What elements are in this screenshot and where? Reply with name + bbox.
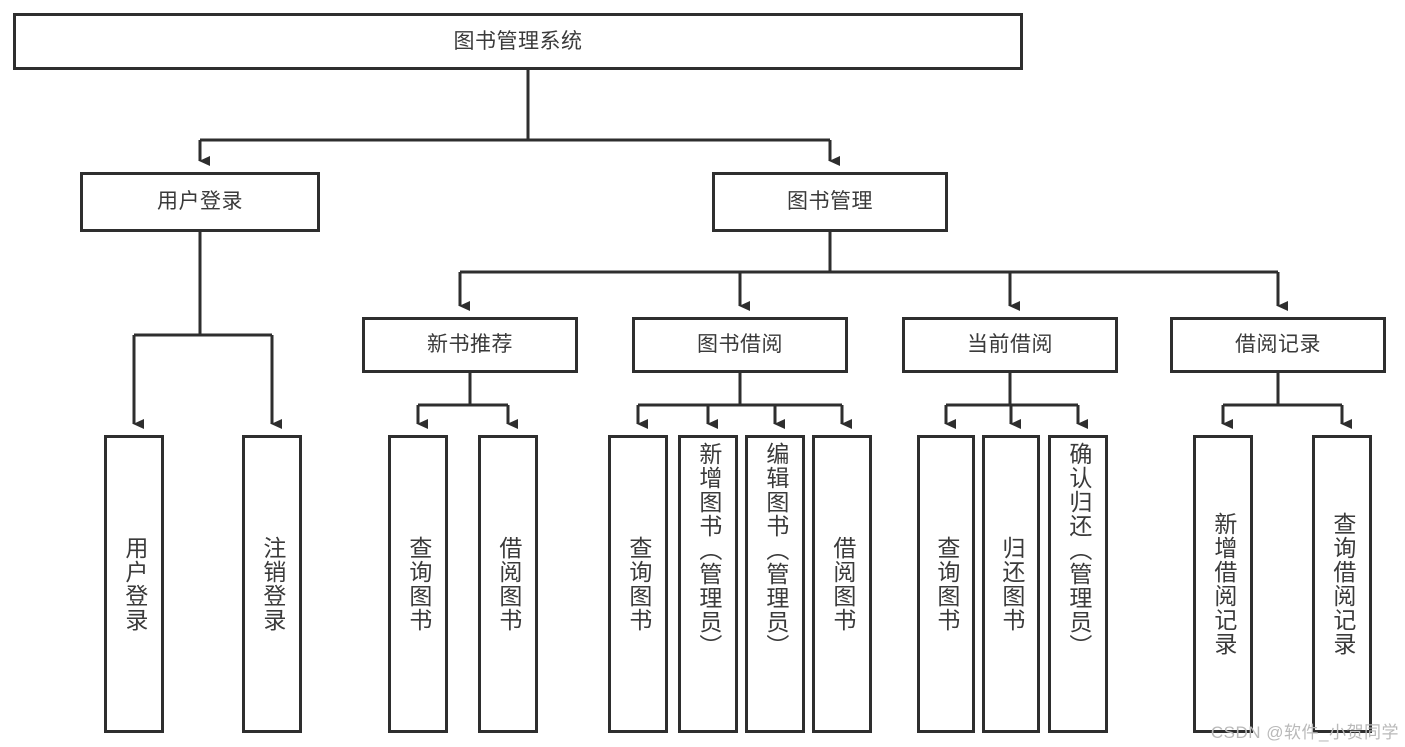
leaf-label: 借阅图书 — [829, 536, 856, 632]
leaf-add-book-admin[interactable]: 新增图书（管理员） — [678, 435, 738, 733]
node-book-management-system[interactable]: 图书管理系统 — [13, 13, 1023, 70]
node-label: 图书借阅 — [697, 333, 783, 357]
leaf-label: 用户登录 — [121, 536, 148, 632]
leaf-query-borrow-record[interactable]: 查询借阅记录 — [1312, 435, 1372, 733]
node-current-borrow[interactable]: 当前借阅 — [902, 317, 1118, 373]
leaf-label: 新增借阅记录 — [1210, 512, 1237, 656]
leaf-edit-book-admin[interactable]: 编辑图书（管理员） — [745, 435, 805, 733]
node-book-management[interactable]: 图书管理 — [712, 172, 948, 232]
csdn-watermark: CSDN @软件_小贺同学 — [1210, 723, 1399, 742]
node-label: 图书管理 — [787, 190, 873, 214]
node-book-borrow[interactable]: 图书借阅 — [632, 317, 848, 373]
leaf-label: 查询图书 — [405, 536, 432, 632]
leaf-logout-login[interactable]: 注销登录 — [242, 435, 302, 733]
leaf-user-login[interactable]: 用户登录 — [104, 435, 164, 733]
leaf-confirm-return-admin[interactable]: 确认归还（管理员） — [1048, 435, 1108, 733]
node-label: 新书推荐 — [427, 333, 513, 357]
node-label: 用户登录 — [157, 190, 243, 214]
leaf-label: 归还图书 — [998, 536, 1025, 632]
leaf-label: 编辑图书（管理员） — [762, 442, 789, 658]
node-label: 当前借阅 — [967, 333, 1053, 357]
leaf-query-book-borrow[interactable]: 查询图书 — [608, 435, 668, 733]
node-user-login[interactable]: 用户登录 — [80, 172, 320, 232]
leaf-add-borrow-record[interactable]: 新增借阅记录 — [1193, 435, 1253, 733]
leaf-label: 查询图书 — [625, 536, 652, 632]
leaf-label: 注销登录 — [259, 536, 286, 632]
leaf-query-book-recommend[interactable]: 查询图书 — [388, 435, 448, 733]
leaf-label: 确认归还（管理员） — [1065, 442, 1092, 658]
node-label: 借阅记录 — [1235, 333, 1321, 357]
leaf-label: 借阅图书 — [495, 536, 522, 632]
leaf-label: 查询借阅记录 — [1329, 512, 1356, 656]
leaf-return-book[interactable]: 归还图书 — [982, 435, 1040, 733]
leaf-label: 新增图书（管理员） — [695, 442, 722, 658]
leaf-label: 查询图书 — [933, 536, 960, 632]
leaf-borrow-book[interactable]: 借阅图书 — [812, 435, 872, 733]
node-new-book-recommend[interactable]: 新书推荐 — [362, 317, 578, 373]
node-label: 图书管理系统 — [453, 29, 583, 53]
leaf-query-book-current[interactable]: 查询图书 — [917, 435, 975, 733]
leaf-borrow-book-recommend[interactable]: 借阅图书 — [478, 435, 538, 733]
node-borrow-record[interactable]: 借阅记录 — [1170, 317, 1386, 373]
